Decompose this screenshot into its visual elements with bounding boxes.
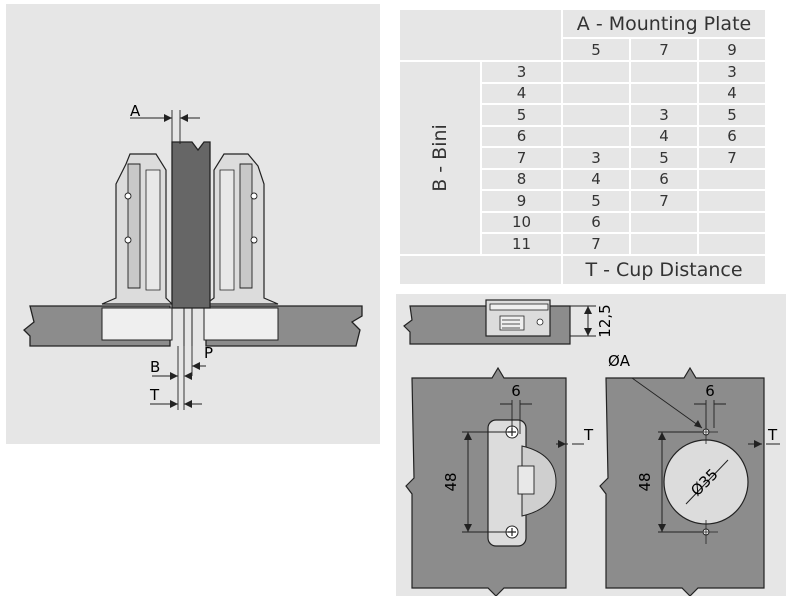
header-mounting-plate: A - Mounting Plate [563, 10, 765, 38]
table-cell [699, 191, 765, 211]
table-row: 9 5 7 [400, 191, 765, 211]
table-cell [631, 62, 697, 82]
table-row: B - Bini 3 3 [400, 62, 765, 254]
row-b-value: 6 [482, 126, 561, 146]
mounting-table: A - Mounting Plate 5 7 9 B - Bini 3 3 4 … [398, 8, 767, 286]
table-cell [631, 83, 697, 103]
dimension-a: A [130, 102, 200, 144]
dim-48-label-cup: 48 [636, 472, 654, 491]
label-p: P [204, 344, 213, 362]
table-cell: 7 [699, 148, 765, 168]
dim-t-label: T [583, 426, 594, 444]
col-header-a-1: 5 [563, 39, 629, 60]
row-b-value: 5 [482, 105, 561, 125]
table-corner-cell [400, 10, 561, 60]
drilling-panel: 12,5 48 6 T [396, 294, 786, 597]
table-row: 7 3 5 7 [400, 148, 765, 168]
table-row: 8 4 6 [400, 169, 765, 189]
row-b-value: 4 [482, 83, 561, 103]
table-cell: 3 [631, 105, 697, 125]
table-cell: 4 [699, 83, 765, 103]
left-cup-recess [101, 307, 173, 341]
row-b-value: 10 [482, 212, 561, 232]
dim-t-label-cup: T [767, 426, 778, 444]
table-cell: 4 [631, 126, 697, 146]
table-cell [631, 212, 697, 232]
dimension-b-p: B P [150, 344, 213, 410]
row-b-value: 7 [482, 148, 561, 168]
table-cell [699, 234, 765, 254]
table-cell [699, 212, 765, 232]
table-cell [631, 234, 697, 254]
dimension-t: T [149, 386, 202, 408]
table-row: 11 7 [400, 234, 765, 254]
right-cup-recess [203, 307, 279, 341]
table-row: 10 6 [400, 212, 765, 232]
row-b-value: 11 [482, 234, 561, 254]
col-header-a-2: 7 [631, 39, 697, 60]
diameter-a-label: ØA [608, 352, 631, 370]
dim-6-label-cup: 6 [705, 382, 715, 400]
table-row: 4 4 [400, 83, 765, 103]
dim-height-label: 12,5 [596, 304, 614, 337]
table-row: 6 4 6 [400, 126, 765, 146]
drilling-diagram: 12,5 48 6 T [403, 299, 780, 597]
screw-thread-icon [502, 319, 520, 329]
label-b-bini: B - Bini [400, 62, 480, 254]
table-cell: 6 [699, 126, 765, 146]
dim-6-label: 6 [511, 382, 521, 400]
left-hinge [101, 153, 174, 305]
row-b-value: 8 [482, 169, 561, 189]
table-cell [563, 105, 629, 125]
table-cell: 6 [563, 212, 629, 232]
label-b: B [150, 358, 160, 376]
table-cell: 3 [699, 62, 765, 82]
table-cell: 5 [699, 105, 765, 125]
table-cell [563, 83, 629, 103]
table-cell [699, 169, 765, 189]
label-t: T [149, 386, 160, 404]
row-b-value: 3 [482, 62, 561, 82]
right-hinge [204, 153, 279, 305]
table-row: 5 3 5 [400, 105, 765, 125]
footer-spacer [400, 255, 561, 284]
table-cell: 7 [563, 234, 629, 254]
dim-48-label: 48 [442, 472, 460, 491]
table-cell: 4 [563, 169, 629, 189]
hinge-assembly-panel: A B P T [6, 4, 380, 444]
table-cell [563, 62, 629, 82]
door-panel [171, 141, 211, 309]
table-cell: 3 [563, 148, 629, 168]
label-a: A [130, 102, 141, 120]
footer-cup-distance: T - Cup Distance [563, 255, 765, 284]
col-header-a-3: 9 [699, 39, 765, 60]
table-cell: 5 [631, 148, 697, 168]
table-cell [563, 126, 629, 146]
table-cell: 7 [631, 191, 697, 211]
side-view: 12,5 [403, 299, 614, 345]
table-cell: 6 [631, 169, 697, 189]
table-cell: 5 [563, 191, 629, 211]
cup-drilling-view: Ø35 48 6 ØA T [599, 352, 780, 597]
row-b-value: 9 [482, 191, 561, 211]
hinge-assembly-diagram: A B P T [23, 102, 363, 410]
plate-drilling-view: 48 6 T [405, 366, 594, 597]
